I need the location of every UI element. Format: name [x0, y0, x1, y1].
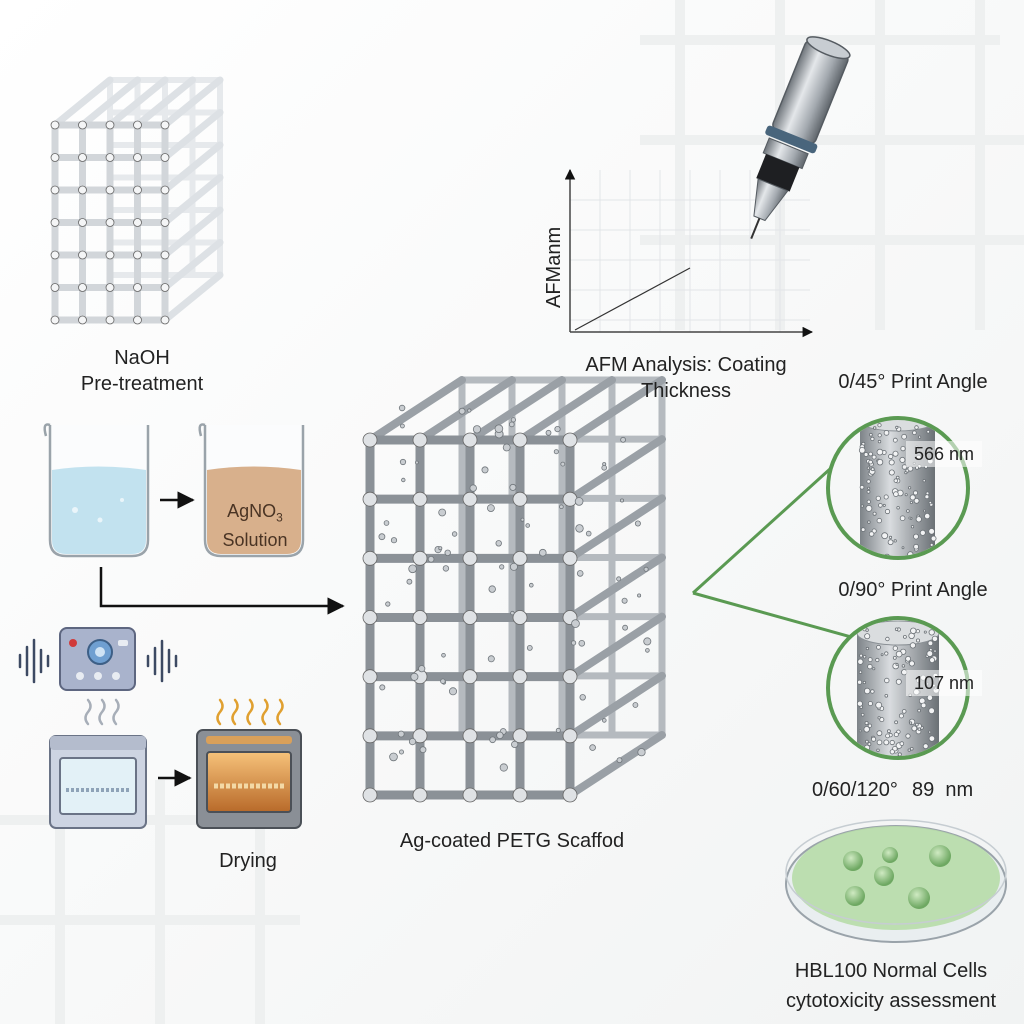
ag-coated-scaffold [362, 376, 666, 803]
white-lattice-scaffold [50, 76, 224, 325]
agno3-beaker [198, 423, 305, 558]
angle-045-label: 0/45° Print Angle [838, 371, 988, 393]
afm-caption-line2: Thickness [640, 380, 732, 402]
drying-oven [196, 729, 302, 829]
angle-060120-label: 0/60/120° [812, 779, 898, 801]
afm-axis-label: AFManm [543, 227, 565, 308]
thickness-107: 107 nm [906, 670, 982, 696]
cells-label-line1: HBL100 Normal Cells [794, 960, 988, 982]
cells-label: HBL100 Normal Cells cytotoxicity assessm… [760, 958, 1022, 1014]
afm-chart: AFManm [543, 168, 814, 338]
heat-waves-hot [216, 698, 284, 726]
oven-cool [49, 735, 147, 829]
angle-090-label: 0/90° Print Angle [838, 579, 988, 601]
cells-label-line2: cytotoxicity assessment [785, 990, 997, 1012]
agno3-formula-prefix: AgNO [227, 501, 277, 521]
naoh-label: NaOH Pre-treatment [62, 345, 222, 397]
agno3-formula-subscript: 3 [276, 510, 283, 525]
thickness-89: 89 nm [912, 779, 974, 801]
heat-waves-light [84, 698, 120, 726]
afm-caption-line1: AFM Analysis: Coating [585, 354, 787, 376]
scaffold-label: Ag-coated PETG Scaffod [399, 830, 625, 852]
ultrasonic-device [59, 627, 136, 691]
agno3-formula: AgNO3 [208, 500, 302, 529]
afm-caption: AFM Analysis: Coating Thickness [566, 352, 806, 404]
agno3-label-line2: Solution [222, 529, 288, 550]
ultrasonic-waves [18, 638, 178, 684]
drying-label: Drying [219, 850, 277, 872]
afm-probe [750, 36, 851, 240]
fiber-zoom-045 [826, 416, 970, 560]
process-to-scaffold-arrow [99, 567, 345, 615]
naoh-label-line1: NaOH [114, 347, 170, 369]
water-beaker [43, 423, 150, 558]
naoh-label-line2: Pre-treatment [80, 373, 204, 395]
petri-dish [785, 819, 1007, 943]
thickness-566: 566 nm [906, 441, 982, 467]
agno3-label: AgNO3 Solution [208, 500, 302, 551]
